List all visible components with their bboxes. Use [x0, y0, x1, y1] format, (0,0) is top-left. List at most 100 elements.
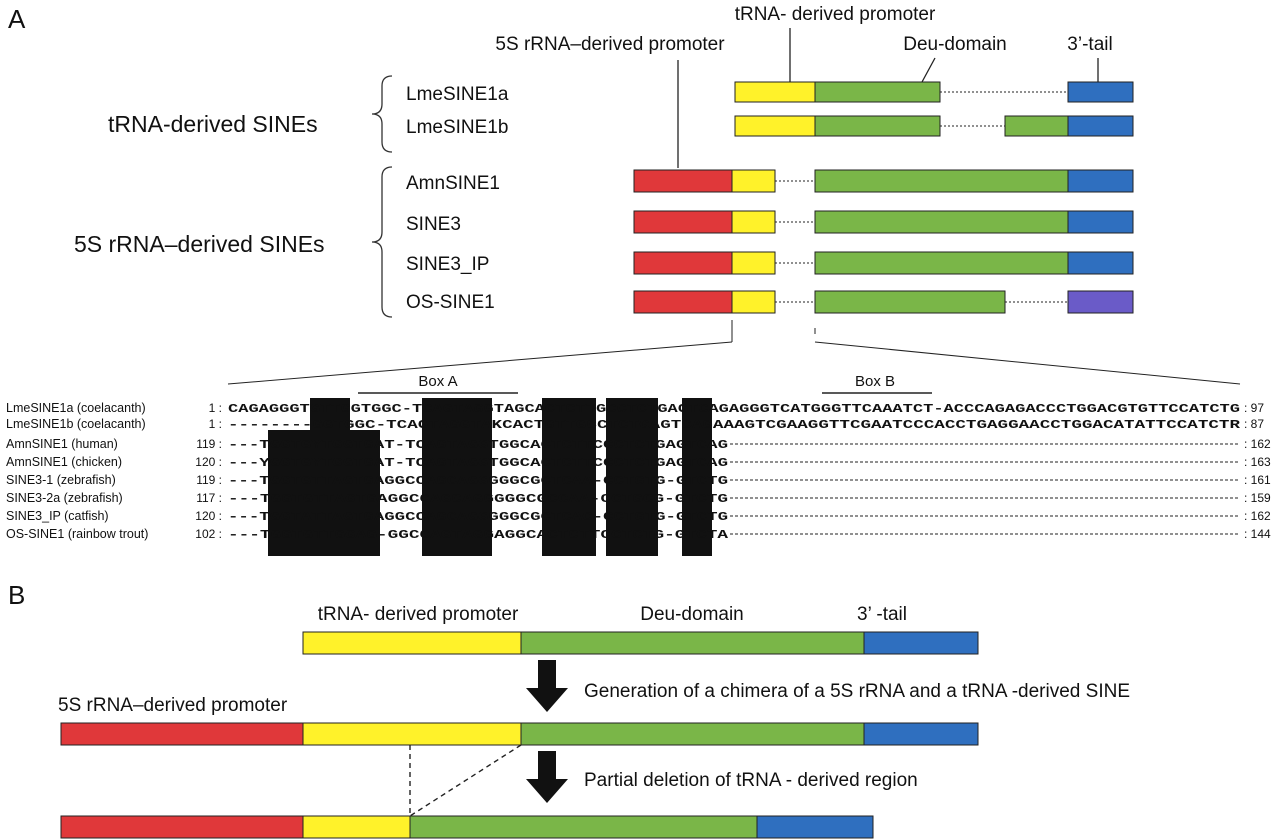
alignment-row-end: : 159 — [1244, 491, 1271, 505]
b-label-trna-promoter: tRNA- derived promoter — [318, 604, 519, 625]
alignment-row: OS-SINE1 (rainbow trout) 102 : ---TGGTGT… — [6, 527, 1271, 542]
b3-deu-segment — [409, 815, 758, 839]
lmesine1a-tail-segment — [1067, 81, 1134, 103]
group-label-trna-sines: tRNA-derived SINEs — [108, 111, 318, 137]
alignment-row: SINE3_IP (catfish) 120 : ---TGGTATTAGTGA… — [6, 509, 1271, 524]
b3-tail-segment — [756, 815, 874, 839]
alignment-row-name: AmnSINE1 (chicken) — [6, 455, 122, 469]
os-sine1-tail-segment — [1067, 290, 1134, 314]
lmesine1a-trna-segment — [734, 81, 816, 103]
panel-a-label: A — [8, 4, 26, 34]
sine-name-sine3: SINE3 — [406, 214, 461, 235]
annotation-deu-domain: Deu-domain — [903, 34, 1007, 55]
annotation-5s-promoter: 5S rRNA–derived promoter — [495, 34, 725, 55]
b-label-5s-promoter: 5S rRNA–derived promoter — [58, 695, 288, 716]
alignment-row-seq: ---YGGTGYTGGTGAT-TCAGTAGGTGGCACTCTTCCCTC… — [228, 457, 728, 470]
b3-trna-segment — [302, 815, 411, 839]
alignment-row: LmeSINE1b (coelacanth) 1 : --------GGTGG… — [6, 417, 1264, 432]
sine3-deu-segment — [814, 210, 1069, 234]
arrow-down-icon — [526, 660, 568, 712]
alignment-conserved-blocks — [268, 398, 712, 556]
alignment-row-end: : 162 — [1244, 509, 1271, 523]
alignment-row-start: 120 : — [195, 509, 222, 523]
b1-deu-segment — [520, 631, 865, 655]
b2-tail-segment — [863, 722, 979, 746]
alignment-row-end: : 97 — [1244, 401, 1264, 415]
sine-name-lmesine1a: LmeSINE1a — [406, 84, 509, 105]
alignment-row-start: 119 : — [196, 473, 222, 487]
alignment: LmeSINE1a (coelacanth) 1 : CAGAGGGTGTTGG… — [6, 401, 1271, 542]
brace-trna-sines — [371, 75, 393, 153]
alignment-row-name: SINE3-2a (zebrafish) — [6, 491, 123, 505]
b2-trna-segment — [302, 722, 522, 746]
arrow-down-icon — [526, 751, 568, 803]
sine3-ip-5s-segment — [633, 251, 733, 275]
amnsine1-deu-segment — [814, 169, 1069, 193]
alignment-row-name: LmeSINE1a (coelacanth) — [6, 401, 146, 415]
sine3-trna-segment — [731, 210, 776, 234]
alignment-row-seq: ---TGGTATTAGTGAGGCCAGCAGGGGGCGCTCAC-CCTG… — [228, 511, 728, 524]
alignment-row-end: : 144 — [1244, 527, 1271, 541]
b-step-chimera: Generation of a chimera of a 5S rRNA and… — [584, 681, 1130, 702]
sine-name-lmesine1b: LmeSINE1b — [406, 117, 508, 138]
alignment-row-start: 117 : — [196, 491, 222, 505]
alignment-row-start: 102 : — [195, 527, 222, 541]
os-sine1-5s-segment — [633, 290, 733, 314]
amnsine1-tail-segment — [1067, 169, 1134, 193]
alignment-row-start: 119 : — [196, 437, 222, 451]
alignment-row-seq: --------GGTGGC-TCAGTAGGTAKCACTGTTGCCTCTG… — [228, 419, 1240, 432]
alignment-row-name: SINE3-1 (zebrafish) — [6, 473, 116, 487]
alignment-row-seq: CAGAGGGTGTTGGTGGC-TCAGTAGGTAGCACTCTTGCCT… — [228, 403, 1240, 416]
alignment-row: LmeSINE1a (coelacanth) 1 : CAGAGGGTGTTGG… — [6, 401, 1264, 416]
alignment-row: AmnSINE1 (chicken) 120 : ---YGGTGYTGGTGA… — [6, 455, 1271, 470]
group-label-5s-sines: 5S rRNA–derived SINEs — [74, 231, 325, 257]
lmesine1b-tail-segment — [1067, 115, 1134, 137]
amnsine1-trna-segment — [731, 169, 776, 193]
sine-name-sine3-ip: SINE3_IP — [406, 254, 489, 275]
lmesine1a-deu-segment — [814, 81, 941, 103]
b1-tail-segment — [863, 631, 979, 655]
alignment-row-seq: ---TGGTGTTGGAG-GGCCAGTAGGAGGCACTCTTCCTCT… — [228, 529, 728, 542]
os-sine1-trna-segment — [731, 290, 776, 314]
alignment-row-name: LmeSINE1b (coelacanth) — [6, 417, 146, 431]
alignment-row: SINE3-1 (zebrafish) 119 : ---TGGTGTTAGTG… — [6, 473, 1271, 488]
alignment-row-end: : 163 — [1244, 455, 1271, 469]
lmesine1b-trna-segment — [734, 115, 816, 137]
lmesine1b-deu-segment-2 — [1004, 115, 1069, 137]
b-step-partial-deletion: Partial deletion of tRNA - derived regio… — [584, 770, 918, 791]
sine3-ip-tail-segment — [1067, 251, 1134, 275]
amnsine1-5s-segment — [633, 169, 733, 193]
box-a-label: Box A — [418, 373, 457, 390]
sine-name-os-sine1: OS-SINE1 — [406, 292, 495, 313]
alignment-row-start: 1 : — [209, 401, 222, 415]
sine3-tail-segment — [1067, 210, 1134, 234]
alignment-row-end: : 87 — [1244, 417, 1264, 431]
sine3-ip-deu-segment — [814, 251, 1069, 275]
zoom-line-right — [814, 341, 1241, 385]
alignment-row-seq: ---TGGTGYTGGTGAT-TCAGTAGGTGGCACTCTTCCCTC… — [228, 439, 728, 452]
brace-5s-sines — [371, 166, 393, 318]
zoom-line-left — [227, 341, 733, 385]
b-label-3-tail: 3’ -tail — [857, 604, 907, 625]
alignment-row: AmnSINE1 (human) 119 : ---TGGTGYTGGTGAT-… — [6, 437, 1271, 452]
alignment-row-end: : 161 — [1244, 473, 1271, 487]
alignment-row: SINE3-2a (zebrafish) 117 : ---TGGTGTTAGT… — [6, 491, 1271, 506]
os-sine1-deu-segment — [814, 290, 1006, 314]
panel-b-label: B — [8, 580, 25, 610]
alignment-row-name: OS-SINE1 (rainbow trout) — [6, 527, 148, 541]
b-label-deu-domain: Deu-domain — [640, 604, 744, 625]
alignment-row-end: : 162 — [1244, 437, 1271, 451]
alignment-row-start: 120 : — [195, 455, 222, 469]
box-b-label: Box B — [855, 373, 895, 390]
b3-5s-segment — [60, 815, 304, 839]
annotation-trna-promoter: tRNA- derived promoter — [735, 4, 936, 25]
sine3-ip-trna-segment — [731, 251, 776, 275]
alignment-row-seq: ---TGGTGTTAGTGAGGCCAGCAGGGGGCGCTCAA-CCTG… — [228, 475, 728, 488]
alignment-row-name: AmnSINE1 (human) — [6, 437, 118, 451]
deletion-line-right — [409, 744, 522, 817]
alignment-row-seq: ---TGGTGTTAGTGAGGCCAGCAGGGGGCGCCAA-CCTGC… — [228, 493, 728, 506]
b2-deu-segment — [520, 722, 865, 746]
alignment-row-start: 1 : — [209, 417, 222, 431]
pointer-deu-domain — [921, 57, 936, 83]
